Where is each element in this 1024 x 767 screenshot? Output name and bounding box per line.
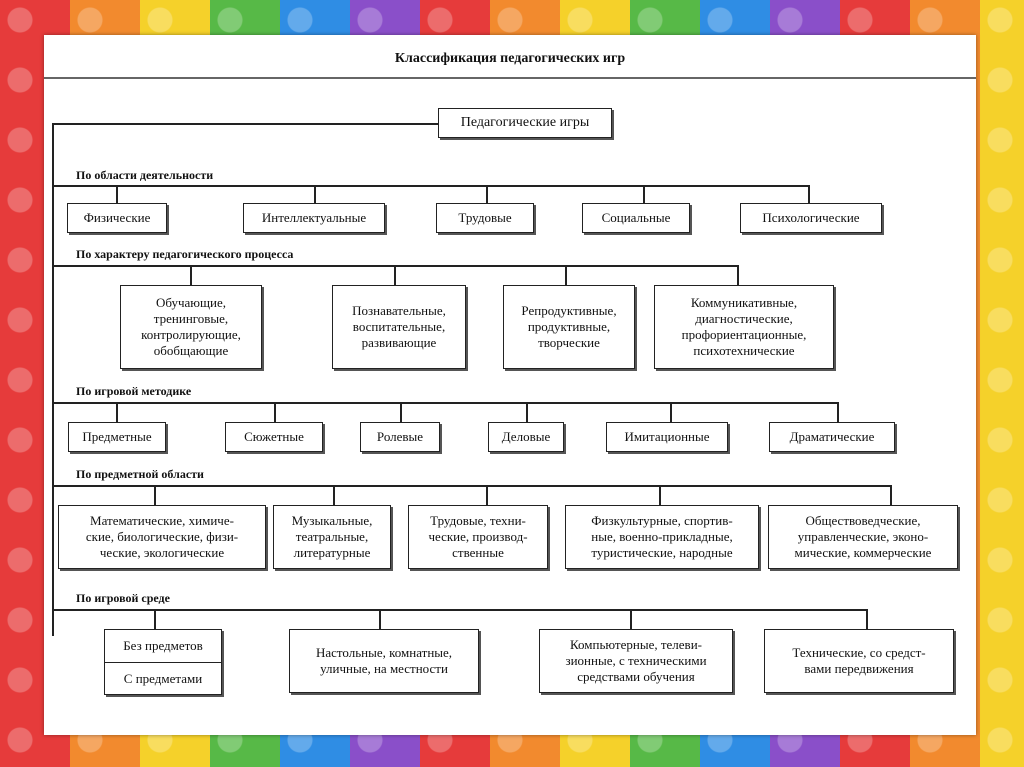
title-divider xyxy=(44,77,976,79)
node-with-objects: С предметами xyxy=(105,662,221,695)
branch-line xyxy=(630,609,632,629)
node-cognitive: Познавательные, воспитательные, развиваю… xyxy=(332,285,466,369)
group-label-method: По игровой методике xyxy=(76,384,192,398)
node-plot: Сюжетные xyxy=(225,422,323,452)
branch-line xyxy=(486,185,488,203)
branch-line xyxy=(333,485,335,505)
node-social: Социальные xyxy=(582,203,690,233)
group-bus-activity xyxy=(52,185,808,187)
branch-line xyxy=(890,485,892,505)
node-dramatic: Драматические xyxy=(769,422,895,452)
node-business: Деловые xyxy=(488,422,564,452)
node-tabletop: Настольные, комнатные, уличные, на местн… xyxy=(289,629,479,693)
node-computer: Компьютерные, телеви- зионные, с техниче… xyxy=(539,629,733,693)
branch-line xyxy=(565,265,567,285)
branch-line xyxy=(526,402,528,422)
node-music: Музыкальные, театральные, литературные xyxy=(273,505,391,569)
branch-line xyxy=(837,402,839,422)
classification-tree: Педагогические игры По области деятельно… xyxy=(44,35,976,735)
root-node: Педагогические игры xyxy=(438,108,612,138)
branch-line xyxy=(314,185,316,203)
branch-line xyxy=(866,609,868,629)
node-role: Ролевые xyxy=(360,422,440,452)
node-imitation: Имитационные xyxy=(606,422,728,452)
node-physical: Физические xyxy=(67,203,167,233)
diagram-title: Классификация педагогических игр xyxy=(394,51,626,66)
branch-line xyxy=(659,485,661,505)
group-label-process: По характеру педагогического процесса xyxy=(76,247,294,261)
diagram-sheet: Классификация педагогических игр Педагог… xyxy=(44,35,976,735)
node-teaching: Обучающие, тренинговые, контролирующие, … xyxy=(120,285,262,369)
branch-line xyxy=(274,402,276,422)
branch-line xyxy=(154,609,156,629)
branch-line xyxy=(737,265,739,285)
node-math: Математические, химиче- ские, биологичес… xyxy=(58,505,266,569)
node-vehicles: Технические, со средст- вами передвижени… xyxy=(764,629,954,693)
branch-line xyxy=(486,485,488,505)
node-reproductive: Репродуктивные, продуктивные, творческие xyxy=(503,285,635,369)
root-connector xyxy=(52,123,438,125)
group-bus-subject xyxy=(52,485,890,487)
node-labor: Трудовые xyxy=(436,203,534,233)
branch-line xyxy=(670,402,672,422)
node-objects-split: Без предметов С предметами xyxy=(104,629,222,695)
group-label-environment: По игровой среде xyxy=(76,591,170,605)
branch-line xyxy=(116,402,118,422)
branch-line xyxy=(379,609,381,629)
node-object: Предметные xyxy=(68,422,166,452)
node-intellectual: Интеллектуальные xyxy=(243,203,385,233)
node-psychological: Психологические xyxy=(740,203,882,233)
node-without-objects: Без предметов xyxy=(123,638,203,653)
branch-line xyxy=(400,402,402,422)
node-communicative: Коммуникативные, диагностические, профор… xyxy=(654,285,834,369)
branch-line xyxy=(643,185,645,203)
node-technical: Трудовые, техни- ческие, производ- ствен… xyxy=(408,505,548,569)
group-bus-method xyxy=(52,402,837,404)
branch-line xyxy=(154,485,156,505)
node-sport: Физкультурные, спортив- ные, военно-прик… xyxy=(565,505,759,569)
branch-line xyxy=(116,185,118,203)
group-label-activity: По области деятельности xyxy=(76,168,214,182)
group-bus-environment xyxy=(52,609,866,611)
node-social-science: Обществоведческие, управленческие, эконо… xyxy=(768,505,958,569)
branch-line xyxy=(394,265,396,285)
branch-line xyxy=(190,265,192,285)
branch-line xyxy=(808,185,810,203)
spine-line xyxy=(52,123,54,636)
group-label-subject: По предметной области xyxy=(76,467,204,481)
